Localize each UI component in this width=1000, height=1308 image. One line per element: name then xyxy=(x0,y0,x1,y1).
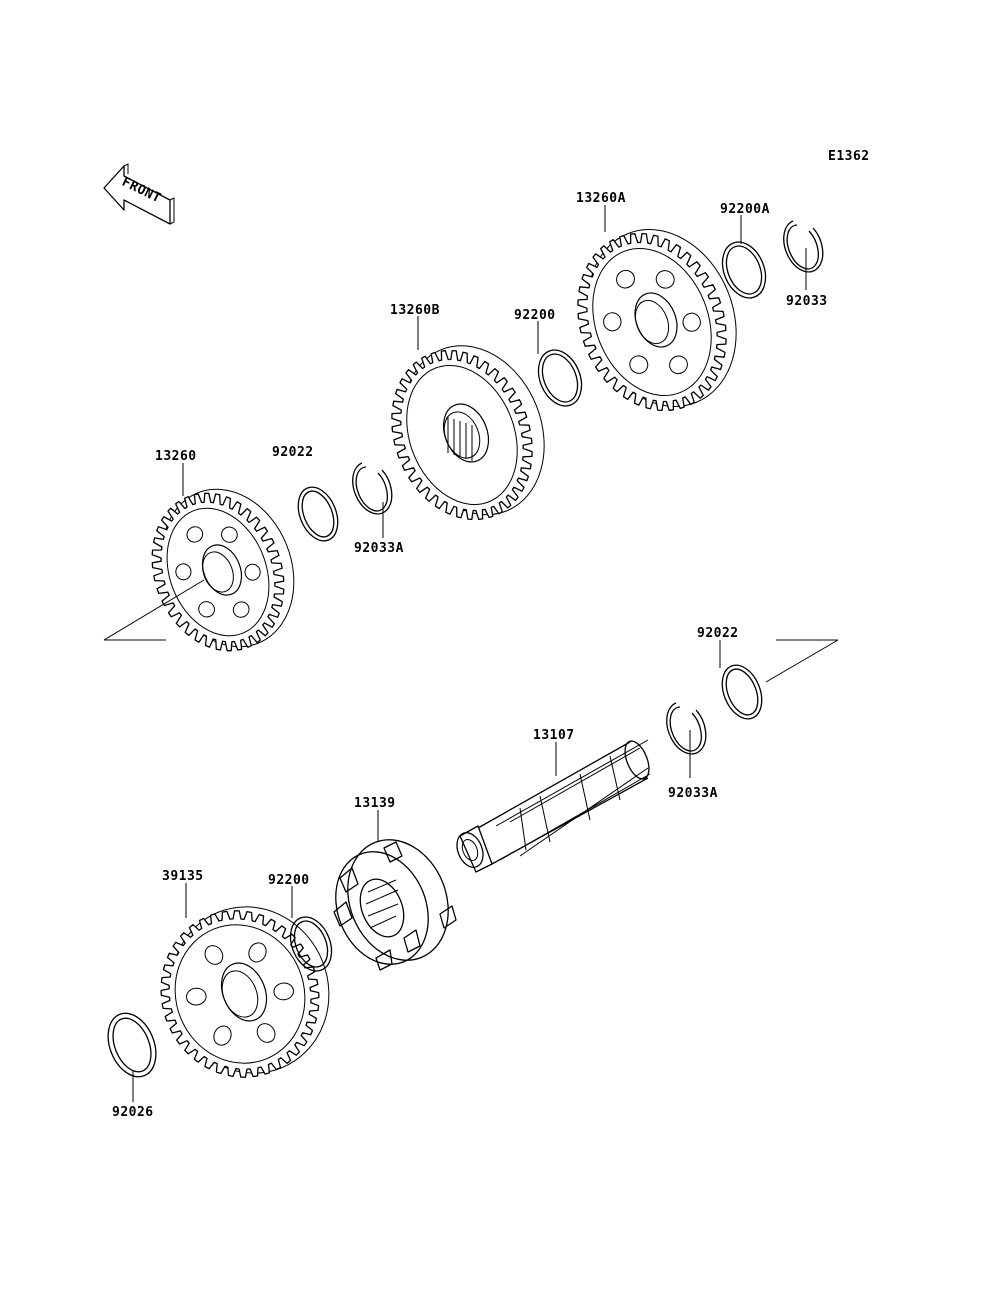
washer-92022-lower-icon xyxy=(721,664,763,720)
washer-92026-icon xyxy=(107,1012,157,1078)
label-92200-upper: 92200 xyxy=(514,308,556,323)
gear-39135-icon xyxy=(160,906,330,1078)
label-13139: 13139 xyxy=(354,796,396,811)
shaft-13107-icon xyxy=(456,739,651,873)
label-92022-upper: 92022 xyxy=(272,445,314,460)
circlip-92033a-upper-icon xyxy=(352,462,393,515)
front-arrow-icon: FRONT xyxy=(103,163,175,225)
leader-lines xyxy=(103,205,839,1102)
label-92200a: 92200A xyxy=(720,202,770,217)
washer-92022-upper-icon xyxy=(297,486,339,542)
label-13260b: 13260B xyxy=(390,303,440,318)
label-92022-lower: 92022 xyxy=(697,626,739,641)
washer-92200-lower-icon xyxy=(289,916,333,972)
label-13260a: 13260A xyxy=(576,191,626,206)
diagram-code: E1362 xyxy=(828,149,870,164)
washer-92200a-icon xyxy=(721,241,767,299)
label-92026: 92026 xyxy=(112,1105,154,1120)
gear-13260a-icon xyxy=(577,229,737,412)
gear-13260b-icon xyxy=(391,345,545,521)
part-labels: 13260A 92200A 92033 13260B 92200 13260 9… xyxy=(112,191,828,1120)
circlip-92033a-lower-icon xyxy=(666,702,707,755)
label-92200-lower: 92200 xyxy=(268,873,310,888)
label-92033a-lower: 92033A xyxy=(668,786,718,801)
label-92033: 92033 xyxy=(786,294,828,309)
label-39135: 39135 xyxy=(162,869,204,884)
washer-92200-upper-icon xyxy=(537,349,583,407)
label-13260: 13260 xyxy=(155,449,197,464)
label-92033a-upper: 92033A xyxy=(354,541,404,556)
label-13107: 13107 xyxy=(533,728,575,743)
circlip-92033-icon xyxy=(783,220,824,273)
gear-13139-icon xyxy=(333,839,457,971)
gear-13260-icon xyxy=(151,488,295,652)
